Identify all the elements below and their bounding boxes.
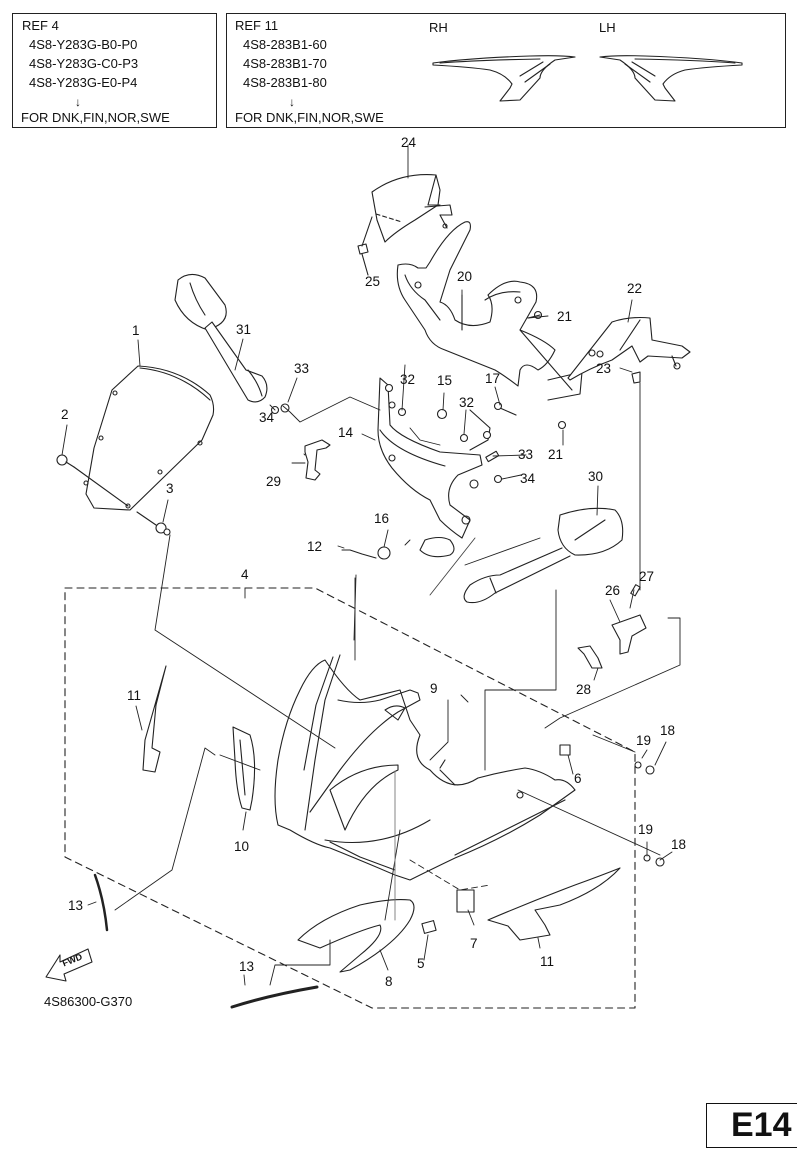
ref-11-arrow: ↓ [289, 95, 295, 109]
part-13-trim-left [93, 873, 109, 932]
part-10-duct [232, 726, 256, 811]
callout-12[interactable]: 12 [307, 539, 323, 554]
callout-34-left[interactable]: 34 [259, 410, 275, 425]
part-14-stay [377, 377, 491, 558]
part-26-28-brackets [577, 614, 647, 669]
callout-13-bottom[interactable]: 13 [239, 959, 255, 974]
callout-19-upper[interactable]: 19 [636, 733, 652, 748]
part-12-clip [341, 549, 377, 559]
ref-4-part: 4S8-Y283G-B0-P0 [29, 37, 138, 52]
callout-5[interactable]: 5 [417, 956, 425, 971]
callout-24[interactable]: 24 [401, 135, 417, 150]
callout-16[interactable]: 16 [374, 511, 390, 526]
part-4-cowling-assembly [274, 654, 576, 881]
callout-3[interactable]: 3 [166, 481, 174, 496]
ref-11-part: 4S8-283B1-80 [243, 75, 327, 90]
callout-34-right[interactable]: 34 [520, 471, 536, 486]
callout-6[interactable]: 6 [574, 771, 582, 786]
part-8-lower-panel [297, 899, 415, 973]
ref-11-note: FOR DNK,FIN,NOR,SWE [235, 110, 384, 125]
callout-18-upper[interactable]: 18 [660, 723, 676, 738]
callout-28[interactable]: 28 [576, 682, 592, 697]
callout-33-right[interactable]: 33 [518, 447, 534, 462]
callout-18-lower[interactable]: 18 [671, 837, 687, 852]
callout-29[interactable]: 29 [266, 474, 282, 489]
part-30-mirror-right [463, 507, 624, 604]
callout-20[interactable]: 20 [457, 269, 473, 284]
callout-30[interactable]: 30 [588, 469, 604, 484]
callout-32-right[interactable]: 32 [459, 395, 475, 410]
lh-label: LH [599, 20, 616, 35]
ref-4-arrow: ↓ [75, 95, 81, 109]
page-label-box: E14 [706, 1103, 797, 1148]
callout-33-left[interactable]: 33 [294, 361, 310, 376]
part-24-inner-cover [357, 174, 453, 276]
ref-4-part: 4S8-Y283G-C0-P3 [29, 56, 139, 71]
assembly-4-outline [64, 587, 636, 1009]
fasteners [270, 310, 567, 560]
callout-13-left[interactable]: 13 [68, 898, 84, 913]
small-parts [421, 584, 665, 934]
callout-15[interactable]: 15 [437, 373, 453, 388]
callout-1[interactable]: 1 [132, 323, 140, 338]
diagram-code: 4S86300-G370 [44, 994, 133, 1009]
callout-27[interactable]: 27 [639, 569, 655, 584]
callout-26[interactable]: 26 [605, 583, 621, 598]
rh-decal-illustration [432, 55, 576, 102]
callout-21-upper[interactable]: 21 [557, 309, 573, 324]
callout-21-lower[interactable]: 21 [548, 447, 564, 462]
part-2-screw [56, 454, 129, 507]
callout-17[interactable]: 17 [485, 371, 501, 386]
rh-label: RH [429, 20, 448, 35]
leader-lines [61, 144, 681, 986]
part-20-inner-panel [396, 221, 583, 401]
part-3-nut [136, 511, 171, 536]
callout-2[interactable]: 2 [61, 407, 69, 422]
ref-4-note: FOR DNK,FIN,NOR,SWE [21, 110, 170, 125]
ref-4-title: REF 4 [22, 18, 59, 33]
callout-9[interactable]: 9 [430, 681, 438, 696]
part-11-decal-left [142, 665, 167, 773]
callout-25[interactable]: 25 [365, 274, 381, 289]
part-13-trim-bottom [230, 985, 319, 1009]
callout-22[interactable]: 22 [627, 281, 643, 296]
ref-11-part: 4S8-283B1-70 [243, 56, 327, 71]
callout-14[interactable]: 14 [338, 425, 354, 440]
callout-7[interactable]: 7 [470, 936, 478, 951]
part-11-decal-right [487, 867, 621, 941]
callout-23[interactable]: 23 [596, 361, 612, 376]
part-1-windscreen [83, 365, 215, 511]
callout-11-right[interactable]: 11 [540, 954, 555, 969]
page-label: E14 [731, 1106, 792, 1144]
part-31-mirror-left [174, 273, 268, 403]
ref-box-4: REF 4 4S8-Y283G-B0-P0 4S8-Y283G-C0-P3 4S… [12, 13, 217, 128]
callout-8[interactable]: 8 [385, 974, 393, 989]
part-22-bracket [567, 316, 691, 384]
callout-4[interactable]: 4 [241, 567, 249, 582]
callout-11-left[interactable]: 11 [127, 688, 142, 703]
ref-11-title: REF 11 [235, 18, 279, 33]
callout-31[interactable]: 31 [236, 322, 252, 337]
callout-19-lower[interactable]: 19 [638, 822, 654, 837]
part-29-bracket [304, 439, 331, 481]
ref-11-part: 4S8-283B1-60 [243, 37, 327, 52]
fwd-arrow-icon [45, 948, 93, 982]
callout-32-left[interactable]: 32 [400, 372, 416, 387]
callout-10[interactable]: 10 [234, 839, 250, 854]
ref-4-part: 4S8-Y283G-E0-P4 [29, 75, 138, 90]
lh-decal-illustration [599, 55, 743, 102]
